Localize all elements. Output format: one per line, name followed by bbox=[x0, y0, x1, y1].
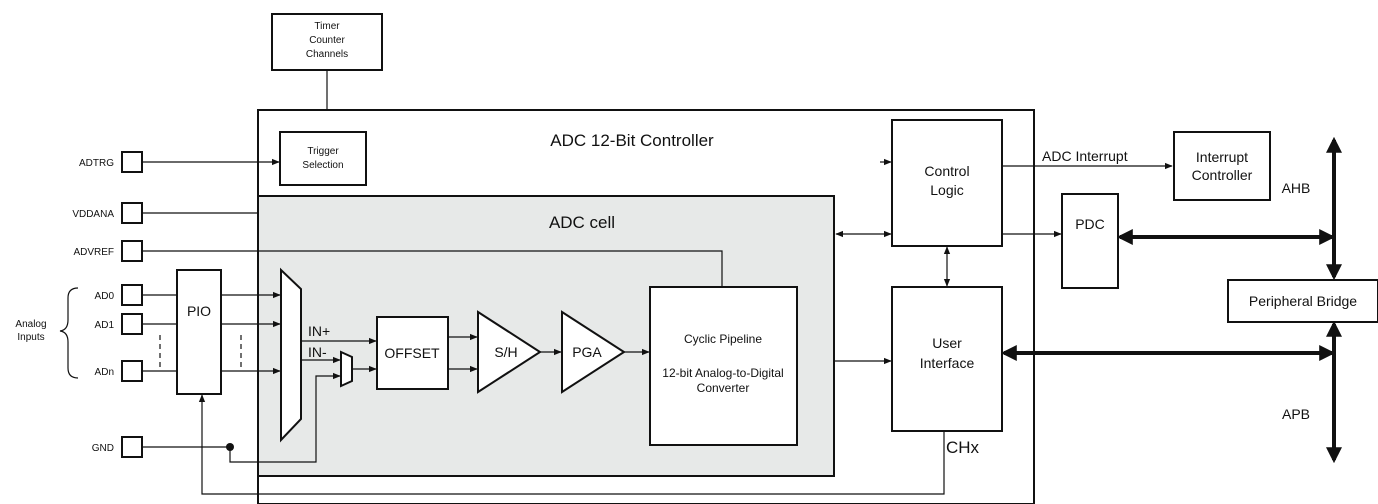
adn-pin bbox=[121, 360, 143, 382]
adtrg-label: ADTRG bbox=[79, 158, 114, 169]
advref-pin bbox=[121, 240, 143, 262]
analog-inputs-label-2: Inputs bbox=[17, 332, 44, 343]
pio-block bbox=[176, 269, 222, 395]
timer-label-3: Channels bbox=[306, 49, 348, 60]
timer-label-1: Timer bbox=[314, 21, 340, 32]
user-interface-label-1: User bbox=[932, 335, 962, 351]
adc-interrupt-label: ADC Interrupt bbox=[1042, 148, 1128, 164]
timer-counter-block: Timer Counter Channels bbox=[271, 13, 383, 71]
control-logic-block: Control Logic bbox=[891, 119, 1003, 247]
ad0-pin bbox=[121, 284, 143, 306]
chx-feedback-wire bbox=[198, 394, 945, 495]
trigger-selection-block: Trigger Selection bbox=[279, 131, 367, 186]
timer-label-2: Counter bbox=[309, 35, 345, 46]
vddana-label: VDDANA bbox=[72, 209, 114, 220]
offset-label: OFFSET bbox=[384, 345, 440, 361]
user-interface-block: User Interface bbox=[891, 286, 1003, 432]
adtrg-pin bbox=[121, 151, 143, 173]
sample-hold-label: S/H bbox=[494, 344, 517, 360]
input-mux bbox=[280, 267, 302, 443]
pdc-block bbox=[1061, 193, 1119, 289]
apb-label: APB bbox=[1282, 406, 1310, 422]
gnd-pin bbox=[121, 436, 143, 458]
gnd-to-in-minus-mux bbox=[229, 372, 341, 463]
trigger-label-2: Selection bbox=[302, 160, 343, 171]
converter-label-3: Converter bbox=[697, 381, 750, 395]
analog-inputs-brace bbox=[59, 287, 79, 379]
converter-label-2: 12-bit Analog-to-Digital bbox=[662, 366, 783, 380]
adc-cell-title: ADC cell bbox=[549, 213, 615, 232]
pga-block bbox=[561, 310, 626, 394]
offset-block bbox=[376, 316, 449, 390]
advref-wire bbox=[142, 250, 723, 287]
in-minus-label: IN- bbox=[308, 344, 327, 360]
converter-label-1: Cyclic Pipeline bbox=[684, 332, 762, 346]
trigger-label-1: Trigger bbox=[307, 146, 339, 157]
gnd-label: GND bbox=[92, 443, 114, 454]
pio-label: PIO bbox=[187, 303, 211, 319]
vddana-pin bbox=[121, 202, 143, 224]
interrupt-controller-block: Interrupt Controller bbox=[1173, 131, 1271, 201]
advref-label: ADVREF bbox=[73, 247, 114, 258]
sample-hold-block bbox=[477, 310, 542, 394]
peripheral-bridge-block bbox=[1227, 279, 1378, 323]
peripheral-bridge-label: Peripheral Bridge bbox=[1249, 293, 1357, 309]
pin-squares bbox=[121, 151, 143, 458]
analog-inputs-label-1: Analog bbox=[15, 319, 46, 330]
pga-label: PGA bbox=[572, 344, 602, 360]
controller-title: ADC 12-Bit Controller bbox=[550, 131, 714, 150]
control-logic-label-2: Logic bbox=[930, 182, 963, 198]
chx-label: CHx bbox=[946, 438, 980, 457]
interrupt-controller-label-2: Controller bbox=[1192, 167, 1253, 183]
in-plus-label: IN+ bbox=[308, 323, 330, 339]
pdc-label: PDC bbox=[1075, 216, 1105, 232]
control-logic-label-1: Control bbox=[924, 163, 969, 179]
user-interface-label-2: Interface bbox=[920, 355, 975, 371]
ad1-label: AD1 bbox=[95, 320, 115, 331]
in-minus-mux bbox=[340, 350, 353, 388]
converter-block bbox=[649, 286, 798, 446]
interrupt-controller-label-1: Interrupt bbox=[1196, 149, 1248, 165]
ad1-pin bbox=[121, 313, 143, 335]
ahb-label: AHB bbox=[1282, 180, 1311, 196]
ad0-label: AD0 bbox=[95, 291, 115, 302]
adn-label: ADn bbox=[95, 367, 114, 378]
